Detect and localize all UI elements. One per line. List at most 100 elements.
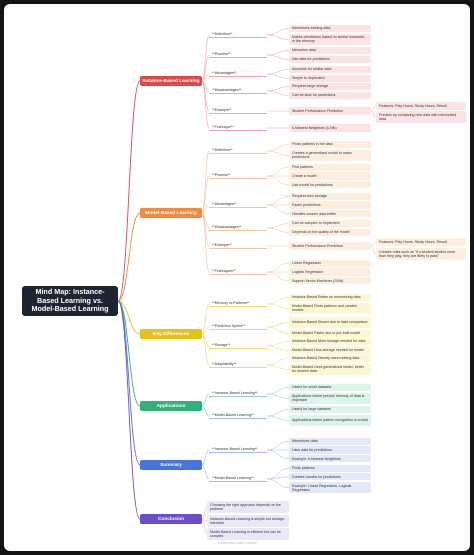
connector-line — [266, 478, 290, 489]
leaf-topic[interactable]: Example: Linear Regression, Logistic Reg… — [289, 482, 371, 494]
connector-line — [266, 28, 290, 36]
connector-line — [266, 415, 290, 421]
subtopic[interactable]: **Advantages** — [209, 71, 267, 77]
leaf-topic[interactable]: Uses data for predictions — [289, 446, 371, 454]
connector-line — [370, 110, 377, 118]
section-topic[interactable]: Conclusion — [140, 514, 202, 524]
leaf-topic[interactable]: Use model for predictions — [289, 181, 371, 189]
leaf-topic[interactable]: Memorize data — [289, 47, 371, 55]
connector-line — [266, 73, 290, 79]
subtopic[interactable]: **Example** — [209, 108, 267, 114]
leaf-topic[interactable]: Choosing the right approach depends on t… — [207, 501, 289, 513]
connector-line — [117, 300, 141, 407]
leaf-topic[interactable]: Can be complex to implement — [289, 220, 371, 228]
leaf-topic[interactable]: Instance-Based Directly uses training da… — [289, 354, 371, 363]
subtopic[interactable]: **Memory vs Patterns** — [209, 301, 267, 307]
subtopic[interactable]: **Example** — [209, 243, 267, 249]
root-topic[interactable]: Mind Map: Instance-Based Learning vs. Mo… — [22, 286, 118, 316]
connector-line — [201, 34, 210, 82]
leaf-topic[interactable]: Model-Based Less storage needed for mode… — [289, 346, 371, 354]
connector-line — [201, 405, 210, 417]
leaf-topic[interactable]: Example: k-Nearest Neighbors — [289, 455, 371, 463]
connector-line — [201, 212, 210, 273]
leaf-topic[interactable]: Find patterns — [289, 163, 371, 171]
leaf-topic[interactable]: Faster predictions — [289, 201, 371, 209]
connector-line — [370, 241, 377, 247]
leaf-topic[interactable]: Requires less storage — [289, 192, 371, 200]
subtopic[interactable]: **Storage** — [209, 343, 267, 349]
leaf-topic[interactable]: Applications where pattern recognition i… — [289, 414, 371, 427]
connector-line — [370, 105, 377, 112]
subtopic[interactable]: **Process** — [209, 52, 267, 58]
section-topic[interactable]: Applications — [140, 401, 202, 411]
connector-line — [117, 300, 141, 520]
subtopic[interactable]: **Model-Based Learning** — [209, 476, 267, 482]
leaf-topic[interactable]: Useful for small datasets — [289, 383, 371, 392]
section-topic[interactable]: Key Differences — [140, 329, 202, 339]
subtopic[interactable]: **Techniques** — [209, 269, 267, 275]
subtopic[interactable]: **Instance-Based Learning** — [209, 447, 267, 453]
connector-line — [266, 34, 290, 40]
connector-line — [201, 73, 210, 82]
connector-line — [266, 227, 290, 233]
leaf-topic[interactable]: Creates models for predictions — [289, 473, 371, 481]
subtopic[interactable]: **Advantages** — [209, 202, 267, 208]
leaf-topic[interactable]: Model-Based Learning is efficient but ca… — [207, 528, 289, 540]
leaf-topic[interactable]: Model-Based Uses generalized model, bett… — [289, 363, 371, 376]
leaf-topic[interactable]: Instance-Based More storage needed for d… — [289, 338, 371, 346]
leaf-topic[interactable]: Handles unseen data better — [289, 210, 371, 218]
leaf-topic[interactable]: Linear Regression — [289, 259, 371, 267]
leaf-topic[interactable]: Instance-Based Slower due to data compar… — [289, 316, 371, 329]
detail-topic[interactable]: Predicts by comparing new data with memo… — [376, 111, 466, 123]
leaf-topic[interactable]: Finds patterns — [289, 464, 371, 472]
leaf-topic[interactable]: Accounts for similar data — [289, 66, 371, 74]
connector-line — [201, 80, 210, 129]
subtopic[interactable]: **Definition** — [209, 148, 267, 154]
detail-topic[interactable]: Features: Play Hours, Study Hours, Resul… — [376, 238, 466, 246]
connector-line — [266, 175, 290, 186]
detail-topic[interactable]: Features: Play Hours, Study Hours, Resul… — [376, 102, 466, 110]
leaf-topic[interactable]: Depends on the quality of the model — [289, 228, 371, 236]
connector-line — [201, 150, 210, 214]
subtopic[interactable]: **Technique** — [209, 125, 267, 131]
leaf-topic[interactable]: Student Performance Prediction — [289, 242, 371, 250]
leaf-topic[interactable]: Simple to implement — [289, 74, 371, 82]
subtopic[interactable]: **Instance-Based Learning** — [209, 391, 267, 397]
subtopic[interactable]: **Disadvantages** — [209, 225, 267, 231]
subtopic[interactable]: **Disadvantages** — [209, 88, 267, 94]
leaf-topic[interactable]: Memorizes training data — [289, 24, 371, 33]
section-topic[interactable]: Summary — [140, 460, 202, 470]
connector-line — [266, 195, 290, 206]
detail-topic[interactable]: Creates rules such as "if a student stud… — [376, 248, 466, 260]
leaf-topic[interactable]: Finds patterns in the data — [289, 140, 371, 149]
leaf-topic[interactable]: Model-Based Finds patterns and creates m… — [289, 302, 371, 315]
subtopic[interactable]: **Process** — [209, 173, 267, 179]
subtopic[interactable]: **Model-Based Learning** — [209, 413, 267, 419]
leaf-topic[interactable]: Requires large storage — [289, 83, 371, 91]
leaf-topic[interactable]: Instance-Based Relies on memorizing data — [289, 293, 371, 302]
subtopic[interactable]: **Definition** — [209, 32, 267, 38]
leaf-topic[interactable]: Model-Based Faster due to pre-built mode… — [289, 329, 371, 338]
section-topic[interactable]: Model-Based Learning — [140, 208, 202, 218]
connector-line — [266, 90, 290, 96]
subtopic[interactable]: **Adaptability** — [209, 362, 267, 368]
leaf-topic[interactable]: Use data for predictions — [289, 55, 371, 63]
section-topic[interactable]: Instance-Based Learning — [140, 76, 202, 86]
leaf-topic[interactable]: Student Performance Prediction — [289, 107, 371, 115]
leaf-topic[interactable]: Memorizes data — [289, 437, 371, 445]
leaf-topic[interactable]: Create a model — [289, 172, 371, 180]
leaf-topic[interactable]: Can be slow for predictions — [289, 91, 371, 99]
connector-line — [266, 341, 290, 347]
connector-line — [266, 204, 290, 215]
leaf-topic[interactable]: Useful for large datasets — [289, 405, 371, 414]
leaf-topic[interactable]: Creates a generalized model to make pred… — [289, 149, 371, 162]
connector-line — [266, 476, 290, 480]
leaf-topic[interactable]: Support Vector Machines (SVM) — [289, 277, 371, 285]
leaf-topic[interactable]: Applications where precise memory of dat… — [289, 392, 371, 405]
leaf-topic[interactable]: Instance-Based Learning is simple but st… — [207, 515, 289, 527]
connector-line — [201, 333, 210, 366]
leaf-topic[interactable]: k-Nearest Neighbors (k-NN) — [289, 124, 371, 132]
subtopic[interactable]: **Prediction Speed** — [209, 324, 267, 330]
leaf-topic[interactable]: Logistic Regression — [289, 268, 371, 276]
leaf-topic[interactable]: Makes predictions based on similar insta… — [289, 33, 371, 46]
